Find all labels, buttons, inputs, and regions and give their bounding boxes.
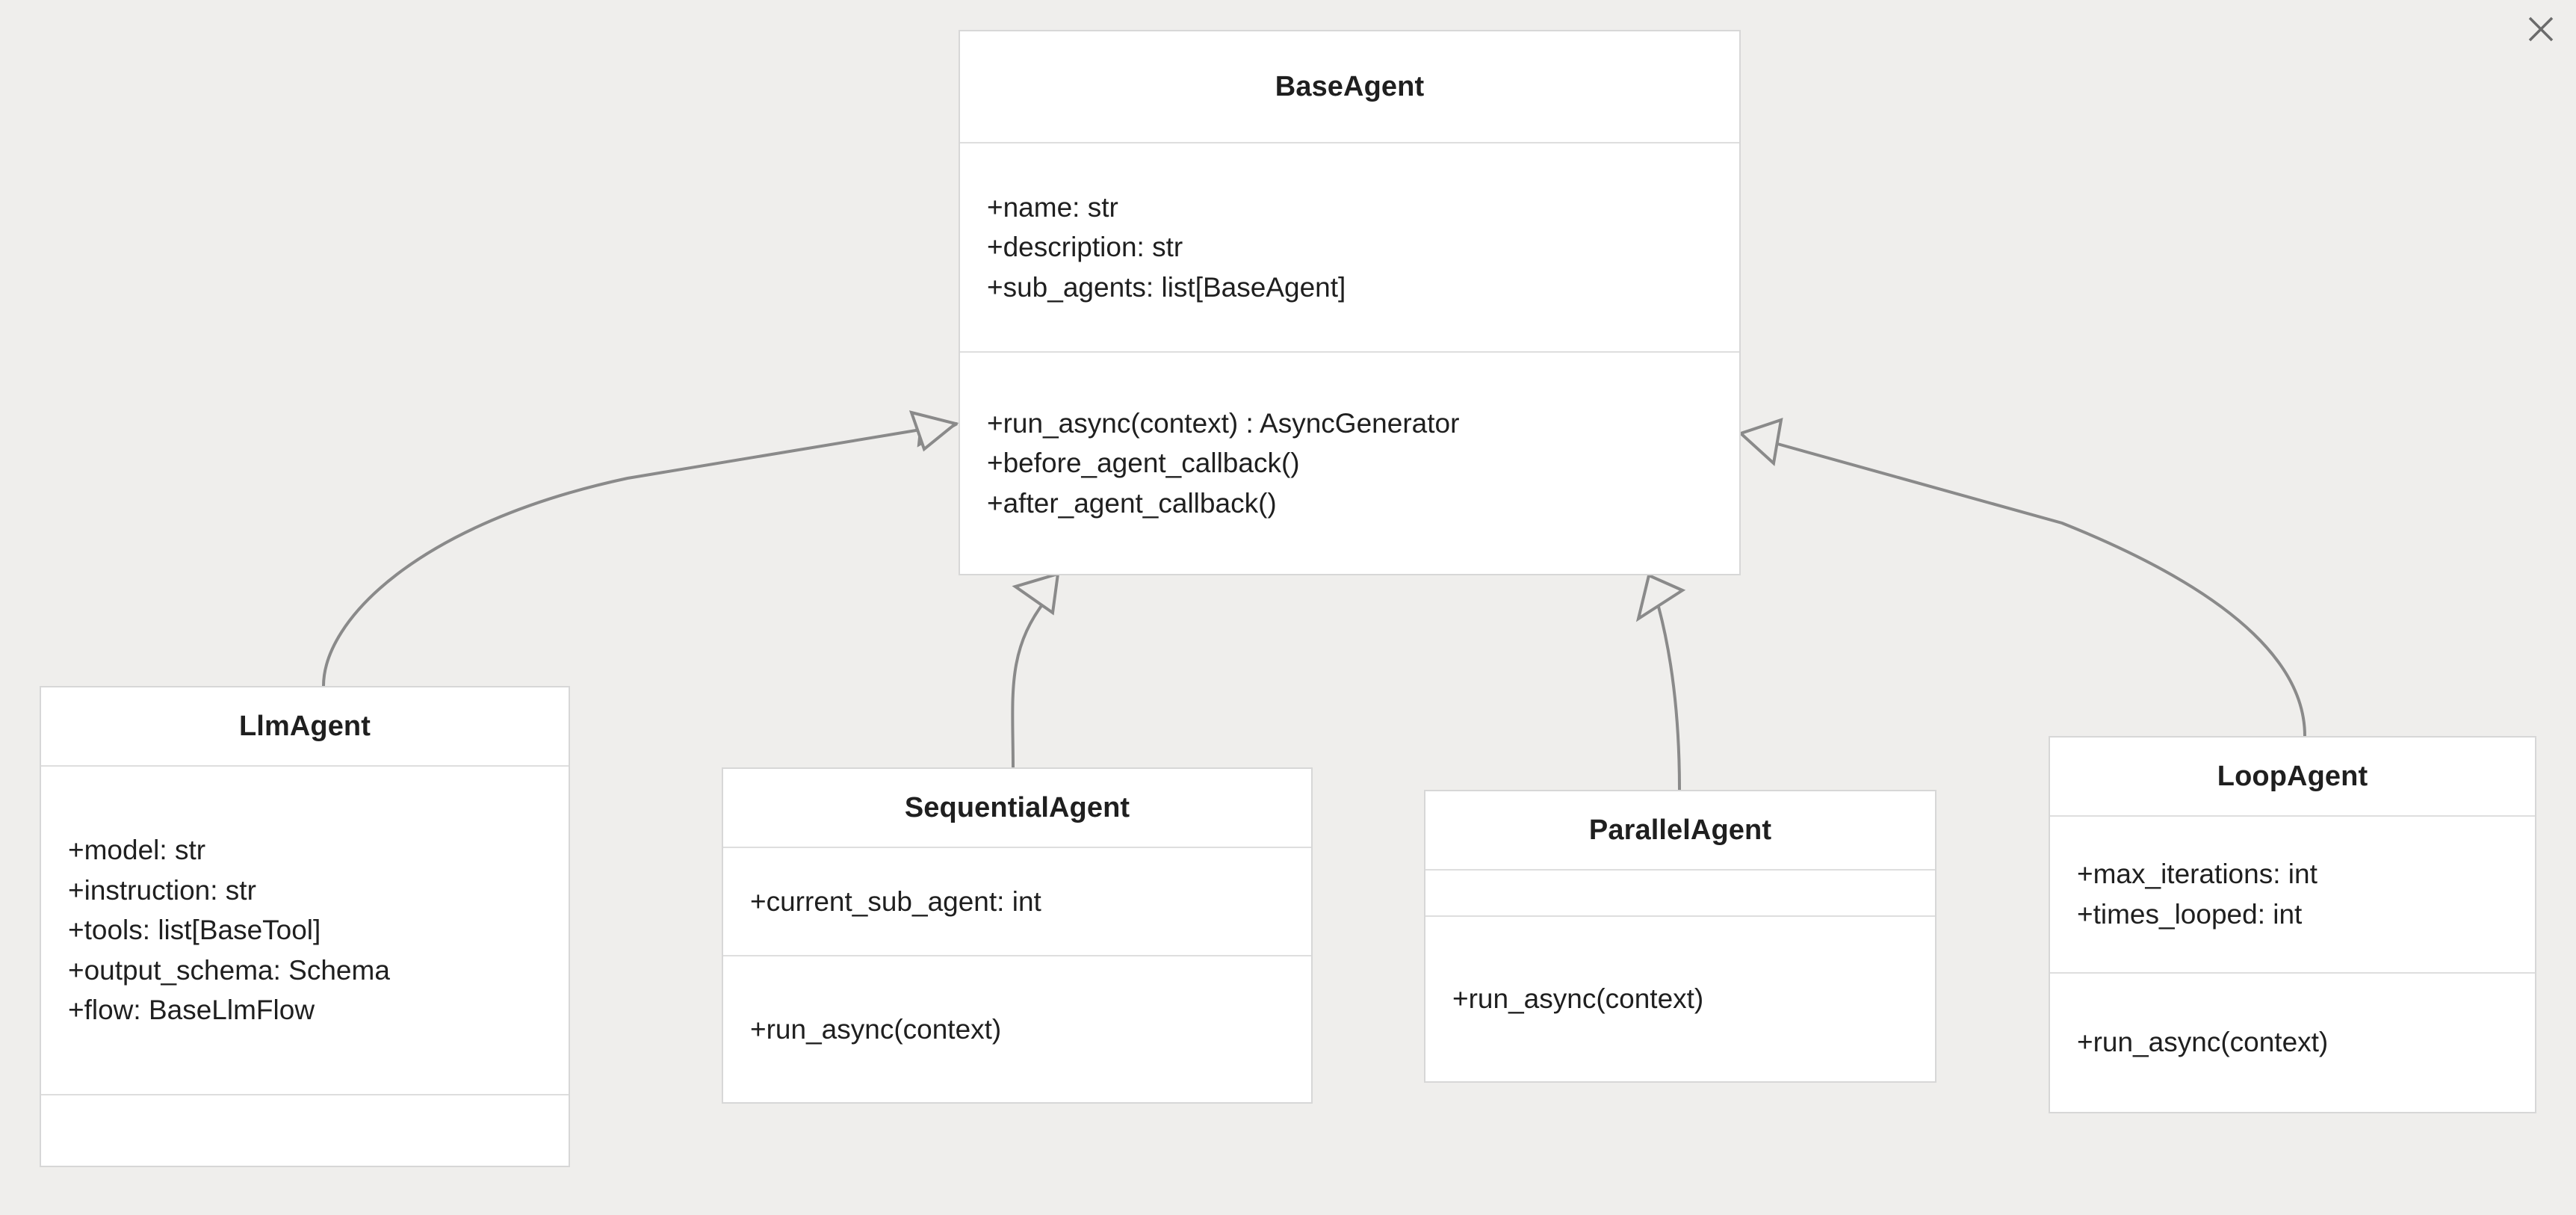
class-attributes-compartment bbox=[1425, 869, 1935, 915]
class-attributes-compartment: +name: str +description: str +sub_agents… bbox=[960, 142, 1739, 351]
class-methods-compartment: +run_async(context) : AsyncGenerator +be… bbox=[960, 351, 1739, 574]
class-name-sequentialagent: SequentialAgent bbox=[904, 791, 1130, 823]
class-box-loopagent[interactable]: LoopAgent +max_iterations: int +times_lo… bbox=[2049, 736, 2536, 1113]
close-icon[interactable] bbox=[2519, 7, 2563, 51]
attribute-item: +instruction: str bbox=[68, 874, 256, 906]
class-attributes-compartment: +current_sub_agent: int bbox=[723, 847, 1311, 955]
method-item: +after_agent_callback() bbox=[987, 487, 1277, 519]
class-methods-compartment bbox=[41, 1094, 569, 1169]
class-name-baseagent: BaseAgent bbox=[1275, 70, 1425, 102]
method-item: +run_async(context) bbox=[1452, 983, 1704, 1015]
class-title-compartment: SequentialAgent bbox=[723, 769, 1311, 847]
edge-sequentialagent-to-baseagent bbox=[1011, 572, 1060, 768]
class-methods-compartment: +run_async(context) bbox=[2050, 972, 2535, 1110]
attribute-item: +name: str bbox=[987, 191, 1118, 223]
class-box-parallelagent[interactable]: ParallelAgent +run_async(context) bbox=[1424, 790, 1936, 1083]
class-methods-compartment: +run_async(context) bbox=[723, 955, 1311, 1102]
class-title-compartment: BaseAgent bbox=[960, 31, 1739, 142]
class-attributes-compartment: +model: str +instruction: str +tools: li… bbox=[41, 765, 569, 1094]
class-box-llmagent[interactable]: LlmAgent +model: str +instruction: str +… bbox=[40, 686, 570, 1167]
attribute-item: +tools: list[BaseTool] bbox=[68, 915, 321, 946]
edge-parallelagent-to-baseagent bbox=[1635, 573, 1686, 791]
method-item: +before_agent_callback() bbox=[987, 448, 1300, 479]
attribute-item: +sub_agents: list[BaseAgent] bbox=[987, 271, 1346, 303]
class-attributes-compartment: +max_iterations: int +times_looped: int bbox=[2050, 815, 2535, 972]
attribute-item: +times_looped: int bbox=[2077, 899, 2303, 930]
attribute-item: +output_schema: Schema bbox=[68, 954, 390, 986]
method-item: +run_async(context) bbox=[750, 1013, 1002, 1045]
class-name-loopagent: LoopAgent bbox=[2217, 760, 2368, 792]
class-name-parallelagent: ParallelAgent bbox=[1588, 814, 1772, 846]
class-box-sequentialagent[interactable]: SequentialAgent +current_sub_agent: int … bbox=[722, 767, 1313, 1104]
attribute-item: +current_sub_agent: int bbox=[750, 885, 1041, 917]
edge-llmagent-to-baseagent bbox=[322, 410, 959, 687]
class-name-llmagent: LlmAgent bbox=[238, 710, 371, 742]
method-item: +run_async(context) bbox=[2077, 1026, 2329, 1057]
method-item: +run_async(context) : AsyncGenerator bbox=[987, 407, 1460, 439]
class-title-compartment: ParallelAgent bbox=[1425, 791, 1935, 869]
attribute-item: +description: str bbox=[987, 232, 1183, 263]
class-methods-compartment: +run_async(context) bbox=[1425, 915, 1935, 1081]
class-title-compartment: LoopAgent bbox=[2050, 738, 2535, 815]
attribute-item: +model: str bbox=[68, 834, 206, 865]
class-title-compartment: LlmAgent bbox=[41, 687, 569, 765]
attribute-item: +max_iterations: int bbox=[2077, 859, 2318, 890]
attribute-item: +flow: BaseLlmFlow bbox=[68, 995, 315, 1026]
class-box-baseagent[interactable]: BaseAgent +name: str +description: str +… bbox=[959, 30, 1741, 575]
edge-loopagent-to-baseagent bbox=[1738, 418, 2306, 737]
